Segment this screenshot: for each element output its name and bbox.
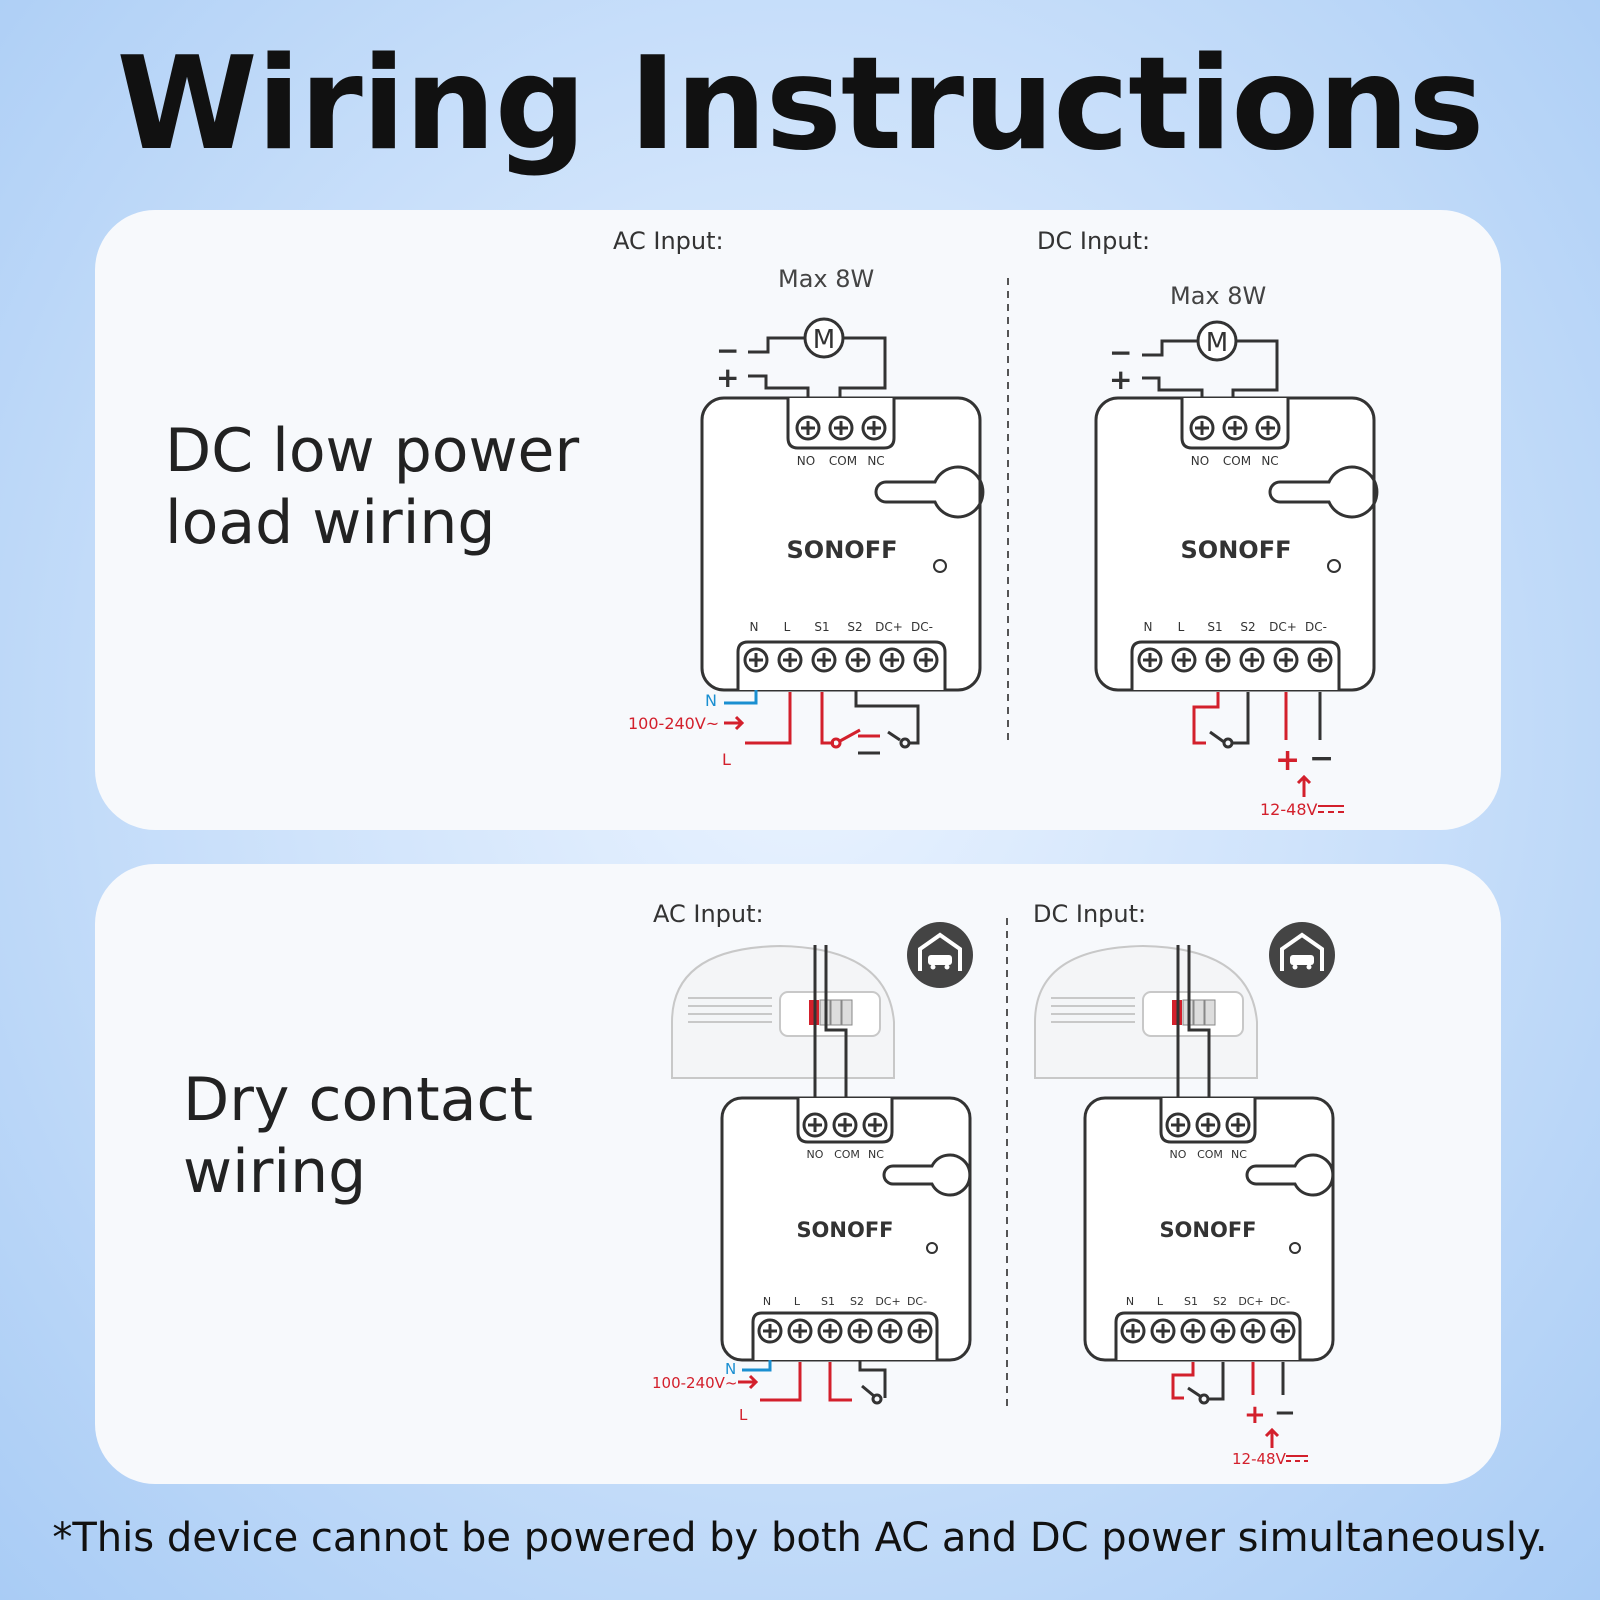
terminal-no: NO	[797, 454, 815, 468]
antenna-clip-icon-2-dc	[1245, 1153, 1335, 1197]
terminal-dc-plus-dc: DC+	[1269, 620, 1297, 634]
dc-voltage-2: 12-48V	[1232, 1450, 1287, 1468]
terminal-n-2-dc: N	[1126, 1295, 1134, 1308]
motor-symbol: M	[813, 325, 835, 355]
antenna-clip-icon-2	[882, 1153, 972, 1197]
terminal-s1-2: S1	[821, 1295, 835, 1308]
ac-voltage-2: 100-240V~	[652, 1374, 738, 1392]
pair-button-icon-dc	[1327, 559, 1341, 573]
terminal-dc-minus-2-dc: DC-	[1270, 1295, 1290, 1308]
terminal-l-2: L	[794, 1295, 801, 1308]
dc-minus-2: −	[1274, 1398, 1296, 1428]
terminal-s1-dc: S1	[1207, 620, 1222, 634]
brand-logo-2-dc: SONOFF	[1159, 1218, 1256, 1242]
terminal-nc-dc: NC	[1261, 454, 1278, 468]
ac-load-label: Max 8W	[778, 265, 874, 293]
terminal-l: L	[784, 620, 791, 634]
terminal-dc-minus-dc: DC-	[1305, 620, 1327, 634]
brand-logo: SONOFF	[787, 536, 898, 564]
ac-input-label-1: AC Input:	[613, 227, 724, 255]
line-mark-2: L	[739, 1406, 748, 1424]
panel-title-low-power: DC low power load wiring	[165, 416, 580, 558]
terminal-l-2-dc: L	[1157, 1295, 1164, 1308]
terminal-s2-2: S2	[850, 1295, 864, 1308]
line-mark: L	[722, 750, 731, 769]
terminal-s1-2-dc: S1	[1184, 1295, 1198, 1308]
terminal-com-2-dc: COM	[1197, 1148, 1223, 1161]
brand-logo-dc: SONOFF	[1181, 536, 1292, 564]
garage-door-icon	[905, 920, 975, 990]
ac-low-power-diagram: Max 8W M − + NO COM NC SONOFF N L S1 S2 …	[628, 265, 985, 769]
dc-plus-1: +	[1275, 743, 1300, 778]
ac-input-label-2: AC Input:	[653, 900, 764, 928]
terminal-dc-minus-2: DC-	[907, 1295, 927, 1308]
antenna-clip-icon-dc	[1268, 465, 1379, 519]
pair-button-icon-2-dc	[1289, 1242, 1301, 1254]
terminal-no-dc: NO	[1191, 454, 1209, 468]
terminal-nc-2-dc: NC	[1231, 1148, 1247, 1161]
terminal-com: COM	[829, 454, 857, 468]
terminal-s2-dc: S2	[1240, 620, 1255, 634]
dc-plus-2: +	[1244, 1400, 1266, 1430]
panel-title-dry-contact: Dry contact wiring	[183, 1065, 533, 1207]
motor-symbol-dc: M	[1206, 328, 1228, 358]
motor-plus-dc: +	[1109, 363, 1132, 396]
dc-dry-contact-diagram: NO COM NC SONOFF N L S1 S2 DC+ DC- + − 1…	[1034, 920, 1337, 1468]
garage-door-icon-dc	[1267, 920, 1337, 990]
terminal-n-2: N	[763, 1295, 771, 1308]
dc-input-label-2: DC Input:	[1033, 900, 1146, 928]
dc-input-label-1: DC Input:	[1037, 227, 1150, 255]
dc-load-label: Max 8W	[1170, 282, 1266, 310]
ac-voltage-1: 100-240V~	[628, 714, 719, 733]
footnote: *This device cannot be powered by both A…	[52, 1515, 1548, 1561]
motor-minus: −	[716, 334, 739, 367]
terminal-dc-plus: DC+	[875, 620, 903, 634]
terminal-n: N	[750, 620, 759, 634]
terminal-no-2: NO	[807, 1148, 824, 1161]
terminal-no-2-dc: NO	[1170, 1148, 1187, 1161]
terminal-s1: S1	[814, 620, 829, 634]
terminal-s2: S2	[847, 620, 862, 634]
dc-voltage-1: 12-48V	[1260, 800, 1317, 819]
motor-plus: +	[716, 361, 739, 394]
terminal-l-dc: L	[1178, 620, 1185, 634]
terminal-nc: NC	[867, 454, 884, 468]
dc-minus-1: −	[1309, 741, 1334, 776]
pair-button-icon-2	[926, 1242, 938, 1254]
terminal-dc-plus-2-dc: DC+	[1238, 1295, 1263, 1308]
terminal-dc-plus-2: DC+	[875, 1295, 900, 1308]
terminal-s2-2-dc: S2	[1213, 1295, 1227, 1308]
ac-dry-contact-diagram: NO COM NC SONOFF N L S1 S2 DC+ DC- N L 1…	[652, 920, 975, 1424]
terminal-n-dc: N	[1144, 620, 1153, 634]
dc-low-power-diagram: Max 8W M − + NO COM NC SONOFF N L S1 S2 …	[1094, 282, 1379, 819]
terminal-com-dc: COM	[1223, 454, 1251, 468]
terminal-nc-2: NC	[868, 1148, 884, 1161]
motor-minus-dc: −	[1109, 336, 1132, 369]
terminal-com-2: COM	[834, 1148, 860, 1161]
antenna-clip-icon	[874, 465, 985, 519]
pair-button-icon	[933, 559, 947, 573]
neutral-mark-2: N	[725, 1360, 736, 1378]
terminal-dc-minus: DC-	[911, 620, 933, 634]
page-title: Wiring Instructions	[116, 30, 1485, 179]
neutral-mark: N	[705, 691, 717, 710]
brand-logo-2: SONOFF	[796, 1218, 893, 1242]
